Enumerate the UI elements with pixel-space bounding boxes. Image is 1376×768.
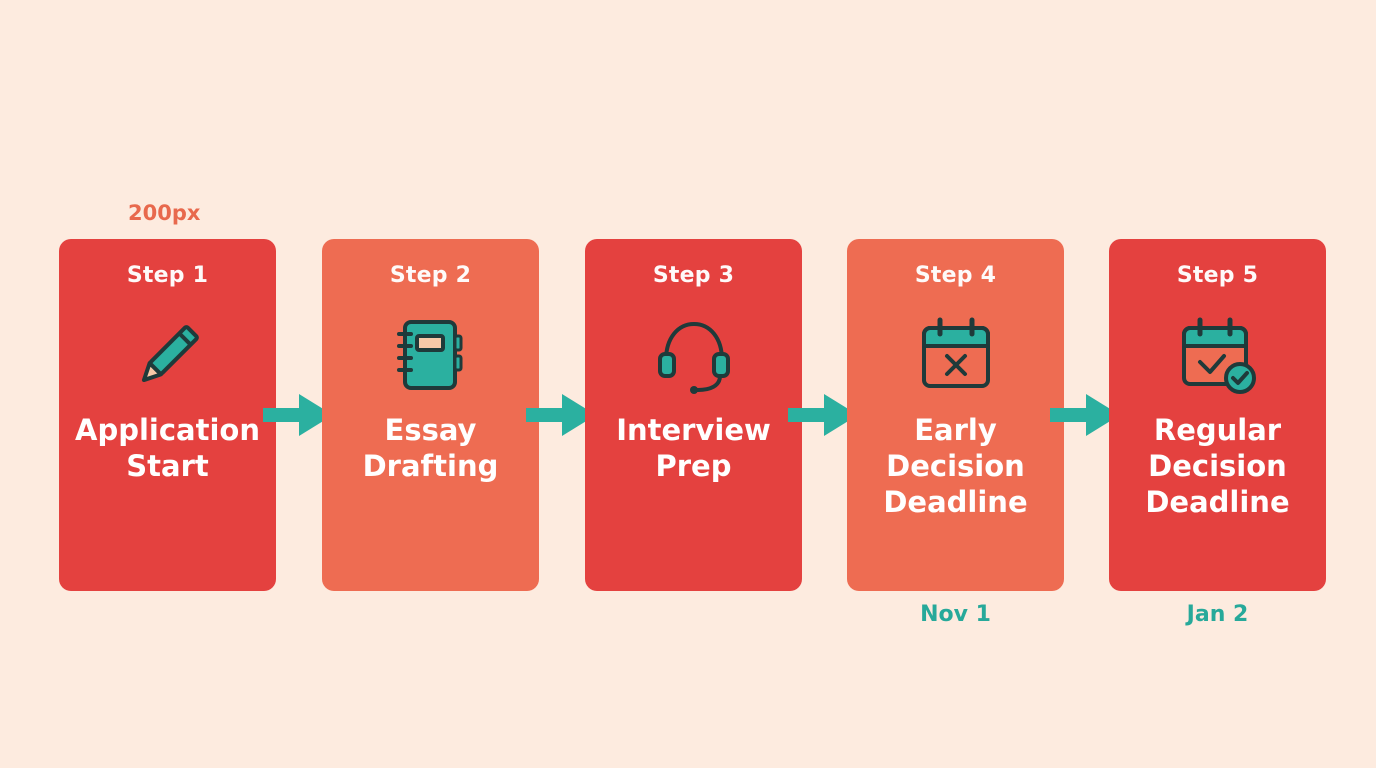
step-label: Step 4: [914, 263, 997, 288]
step-title: Early Decision Deadline: [883, 413, 1028, 519]
flow-arrow: [263, 394, 333, 436]
notebook-icon: [391, 316, 471, 396]
size-annotation: 200px: [128, 201, 201, 225]
deadline-date-early: Nov 1: [920, 602, 991, 627]
deadline-date-regular: Jan 2: [1186, 602, 1249, 627]
step-label: Step 1: [126, 263, 209, 288]
flow-arrow: [1050, 394, 1120, 436]
flow-arrow: [788, 394, 858, 436]
step-label: Step 2: [389, 263, 472, 288]
step-card-2: Step 2 Essay Drafting: [322, 239, 539, 591]
step-label: Step 3: [652, 263, 735, 288]
calendar-check-icon: [1178, 316, 1258, 396]
step-title: Regular Decision Deadline: [1145, 413, 1290, 519]
step-card-5: Step 5 Regular Decision Deadline: [1109, 239, 1326, 591]
step-card-4: Step 4 Early Decision Deadline: [847, 239, 1064, 591]
step-card-3: Step 3 Interview Prep: [585, 239, 802, 591]
step-label: Step 5: [1176, 263, 1259, 288]
step-title: Essay Drafting: [362, 413, 499, 483]
headset-icon: [654, 316, 734, 396]
step-card-1: Step 1 Application Start: [59, 239, 276, 591]
pencil-icon: [128, 316, 208, 396]
step-title: Interview Prep: [616, 413, 771, 483]
calendar-x-icon: [916, 316, 996, 396]
step-title: Application Start: [75, 413, 260, 483]
flow-arrow: [526, 394, 596, 436]
